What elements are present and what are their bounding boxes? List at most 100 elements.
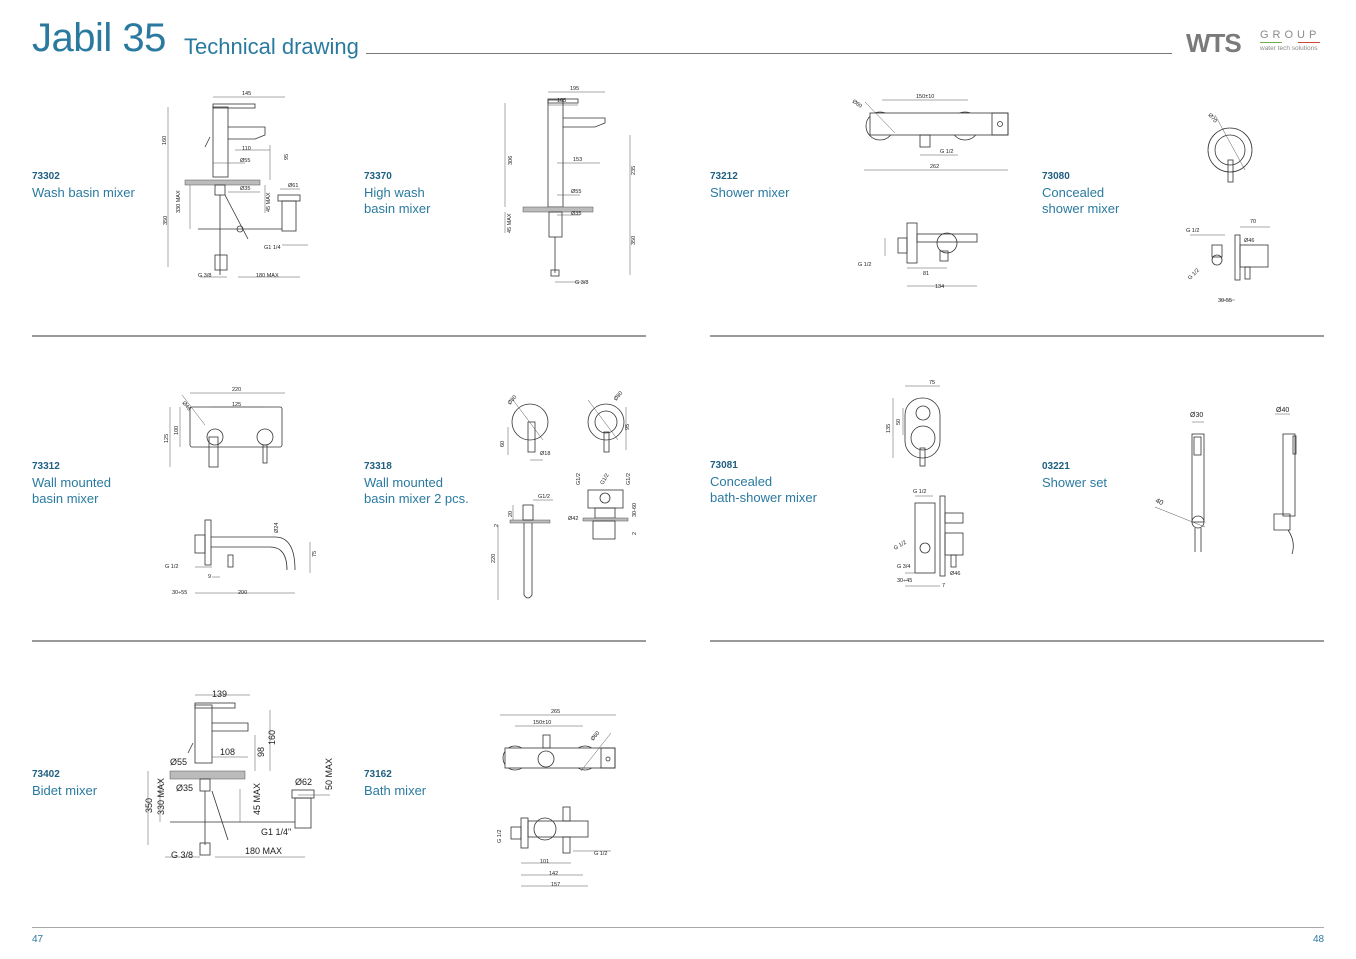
dimension-label: 30-60 — [632, 503, 638, 517]
product-code: 73318 — [364, 461, 392, 472]
drawing-stroke — [522, 504, 534, 521]
drawing-stroke — [1282, 433, 1296, 517]
drawing-stroke — [211, 536, 296, 571]
dimension-label: 9 — [208, 574, 211, 580]
product-name: Bidet mixer — [32, 783, 98, 798]
dimension-label: G 1/2 — [858, 262, 871, 268]
product-73402: 73402 Bidet mixer — [32, 769, 97, 799]
section-divider — [710, 335, 1324, 337]
section-divider — [710, 640, 1324, 642]
product-code: 73081 — [710, 460, 738, 471]
dimension-label: 180 MAX — [245, 846, 282, 856]
dimension-label: 30-55 — [1218, 298, 1232, 304]
drawing-stroke — [281, 200, 297, 232]
drawing-stroke — [594, 410, 618, 434]
dimension-label: 30÷45 — [897, 578, 912, 584]
product-03221: 03221 Shower set — [1042, 461, 1107, 491]
dimension-label: 105 — [557, 98, 566, 104]
product-code: 73402 — [32, 769, 60, 780]
dimension-label: Ø24 — [274, 523, 280, 533]
dimension-label: Ø40 — [1276, 407, 1289, 414]
drawing-stroke — [997, 121, 1003, 127]
dimension-label: Ø60 — [851, 99, 863, 110]
drawing-stroke — [563, 117, 606, 128]
dimension-label: G1/2 — [576, 473, 582, 485]
dimension-label: G 3/8 — [575, 280, 588, 286]
dimension-label: 135 — [886, 424, 892, 433]
drawing-stroke — [950, 554, 957, 568]
dimension-label: 2 — [494, 524, 500, 527]
dimension-label: Ø30 — [1190, 412, 1203, 419]
dimension-label: G 1/2 — [940, 149, 953, 155]
dimension-label: 125 — [232, 402, 241, 408]
drawing-stroke — [864, 99, 1008, 171]
drawing-stroke — [1190, 226, 1270, 301]
drawing-stroke — [533, 817, 557, 841]
dimension-label: 125 — [164, 434, 170, 443]
drawing-stroke — [936, 232, 958, 254]
drawing-stroke — [509, 519, 551, 524]
dimension-label: Ø55 — [571, 189, 581, 195]
drawing-stroke — [294, 797, 312, 829]
drawing-stroke — [592, 520, 616, 540]
dimension-label: 50 — [896, 419, 902, 425]
drawing-stroke — [510, 826, 522, 840]
drawing-stroke — [522, 206, 594, 213]
drawing-wall-mounted-basin-mixer-2pcs: Ø80 60 Ø18 Ø80 95 G1/2 20 2 220 G1/2 G1/… — [491, 390, 638, 600]
product-code: 73212 — [710, 171, 738, 182]
drawing-stroke — [521, 850, 611, 887]
page-title: Jabil 35 — [32, 16, 166, 60]
drawing-stroke — [184, 179, 261, 186]
dimension-label: G 1/2 — [1186, 228, 1199, 234]
drawing-shower-set: Ø30 40 Ø40 — [1154, 407, 1297, 555]
logo-green-line — [1260, 42, 1282, 43]
dimension-label: 235 — [631, 166, 637, 175]
drawing-stroke — [1244, 266, 1251, 280]
dimension-label: 30÷55 — [172, 590, 187, 596]
dimension-label: 95 — [284, 154, 290, 160]
drawing-stroke — [1193, 436, 1202, 456]
drawing-stroke — [194, 702, 236, 709]
dimension-label: 98 — [256, 747, 266, 757]
wts-group-logo: WTS GROUP water tech solutions — [1186, 28, 1331, 60]
drawing-stroke — [547, 98, 579, 104]
drawing-stroke — [919, 447, 926, 467]
product-code: 73302 — [32, 171, 60, 182]
logo-wordmark: WTS — [1186, 28, 1242, 58]
dimension-label: 75 — [312, 551, 318, 557]
dimension-label: Ø46 — [180, 400, 191, 412]
dimension-label: Ø35 — [571, 211, 581, 217]
drawing-stroke — [199, 778, 211, 792]
dimension-label: 200 — [238, 590, 247, 596]
dimension-label: G1/2 — [626, 473, 632, 485]
dimension-label: G 1/2 — [1187, 268, 1201, 282]
drawing-stroke — [204, 136, 211, 148]
dimension-label: 108 — [220, 747, 235, 757]
dimension-label: Ø62 — [295, 777, 312, 787]
product-name: Shower set — [1042, 475, 1108, 490]
dimension-label: Ø35 — [240, 186, 250, 192]
drawing-stroke — [1194, 528, 1202, 552]
drawing-bidet-mixer: 139 160 108 98 Ø55 Ø35 Ø62 50 MAX 330 MA… — [144, 689, 334, 860]
drawing-high-wash-basin-mixer: 195 105 306 153 235 Ø55 Ø35 45 MAX 350 G… — [504, 86, 637, 286]
drawing-stroke — [497, 499, 553, 600]
drawing-stroke — [542, 734, 551, 749]
dimension-label: G 3/8 — [198, 273, 211, 279]
drawing-stroke — [1292, 435, 1297, 455]
drawing-stroke — [991, 112, 1009, 136]
dimension-label: 195 — [570, 86, 579, 92]
product-73302: 73302 Wash basin mixer — [32, 171, 135, 201]
drawing-stroke — [1207, 127, 1253, 173]
section-divider — [32, 640, 646, 642]
product-73212: 73212 Shower mixer — [710, 171, 789, 201]
dimension-label: 262 — [930, 164, 939, 170]
dimension-label: Ø55 — [170, 757, 187, 767]
dimension-label: 70 — [1250, 219, 1256, 225]
drawing-stroke — [582, 517, 629, 522]
drawing-stroke — [199, 842, 211, 856]
drawing-stroke — [869, 112, 1009, 136]
dimension-label: 20 — [508, 511, 514, 517]
dimension-label: 40 — [1154, 497, 1164, 507]
